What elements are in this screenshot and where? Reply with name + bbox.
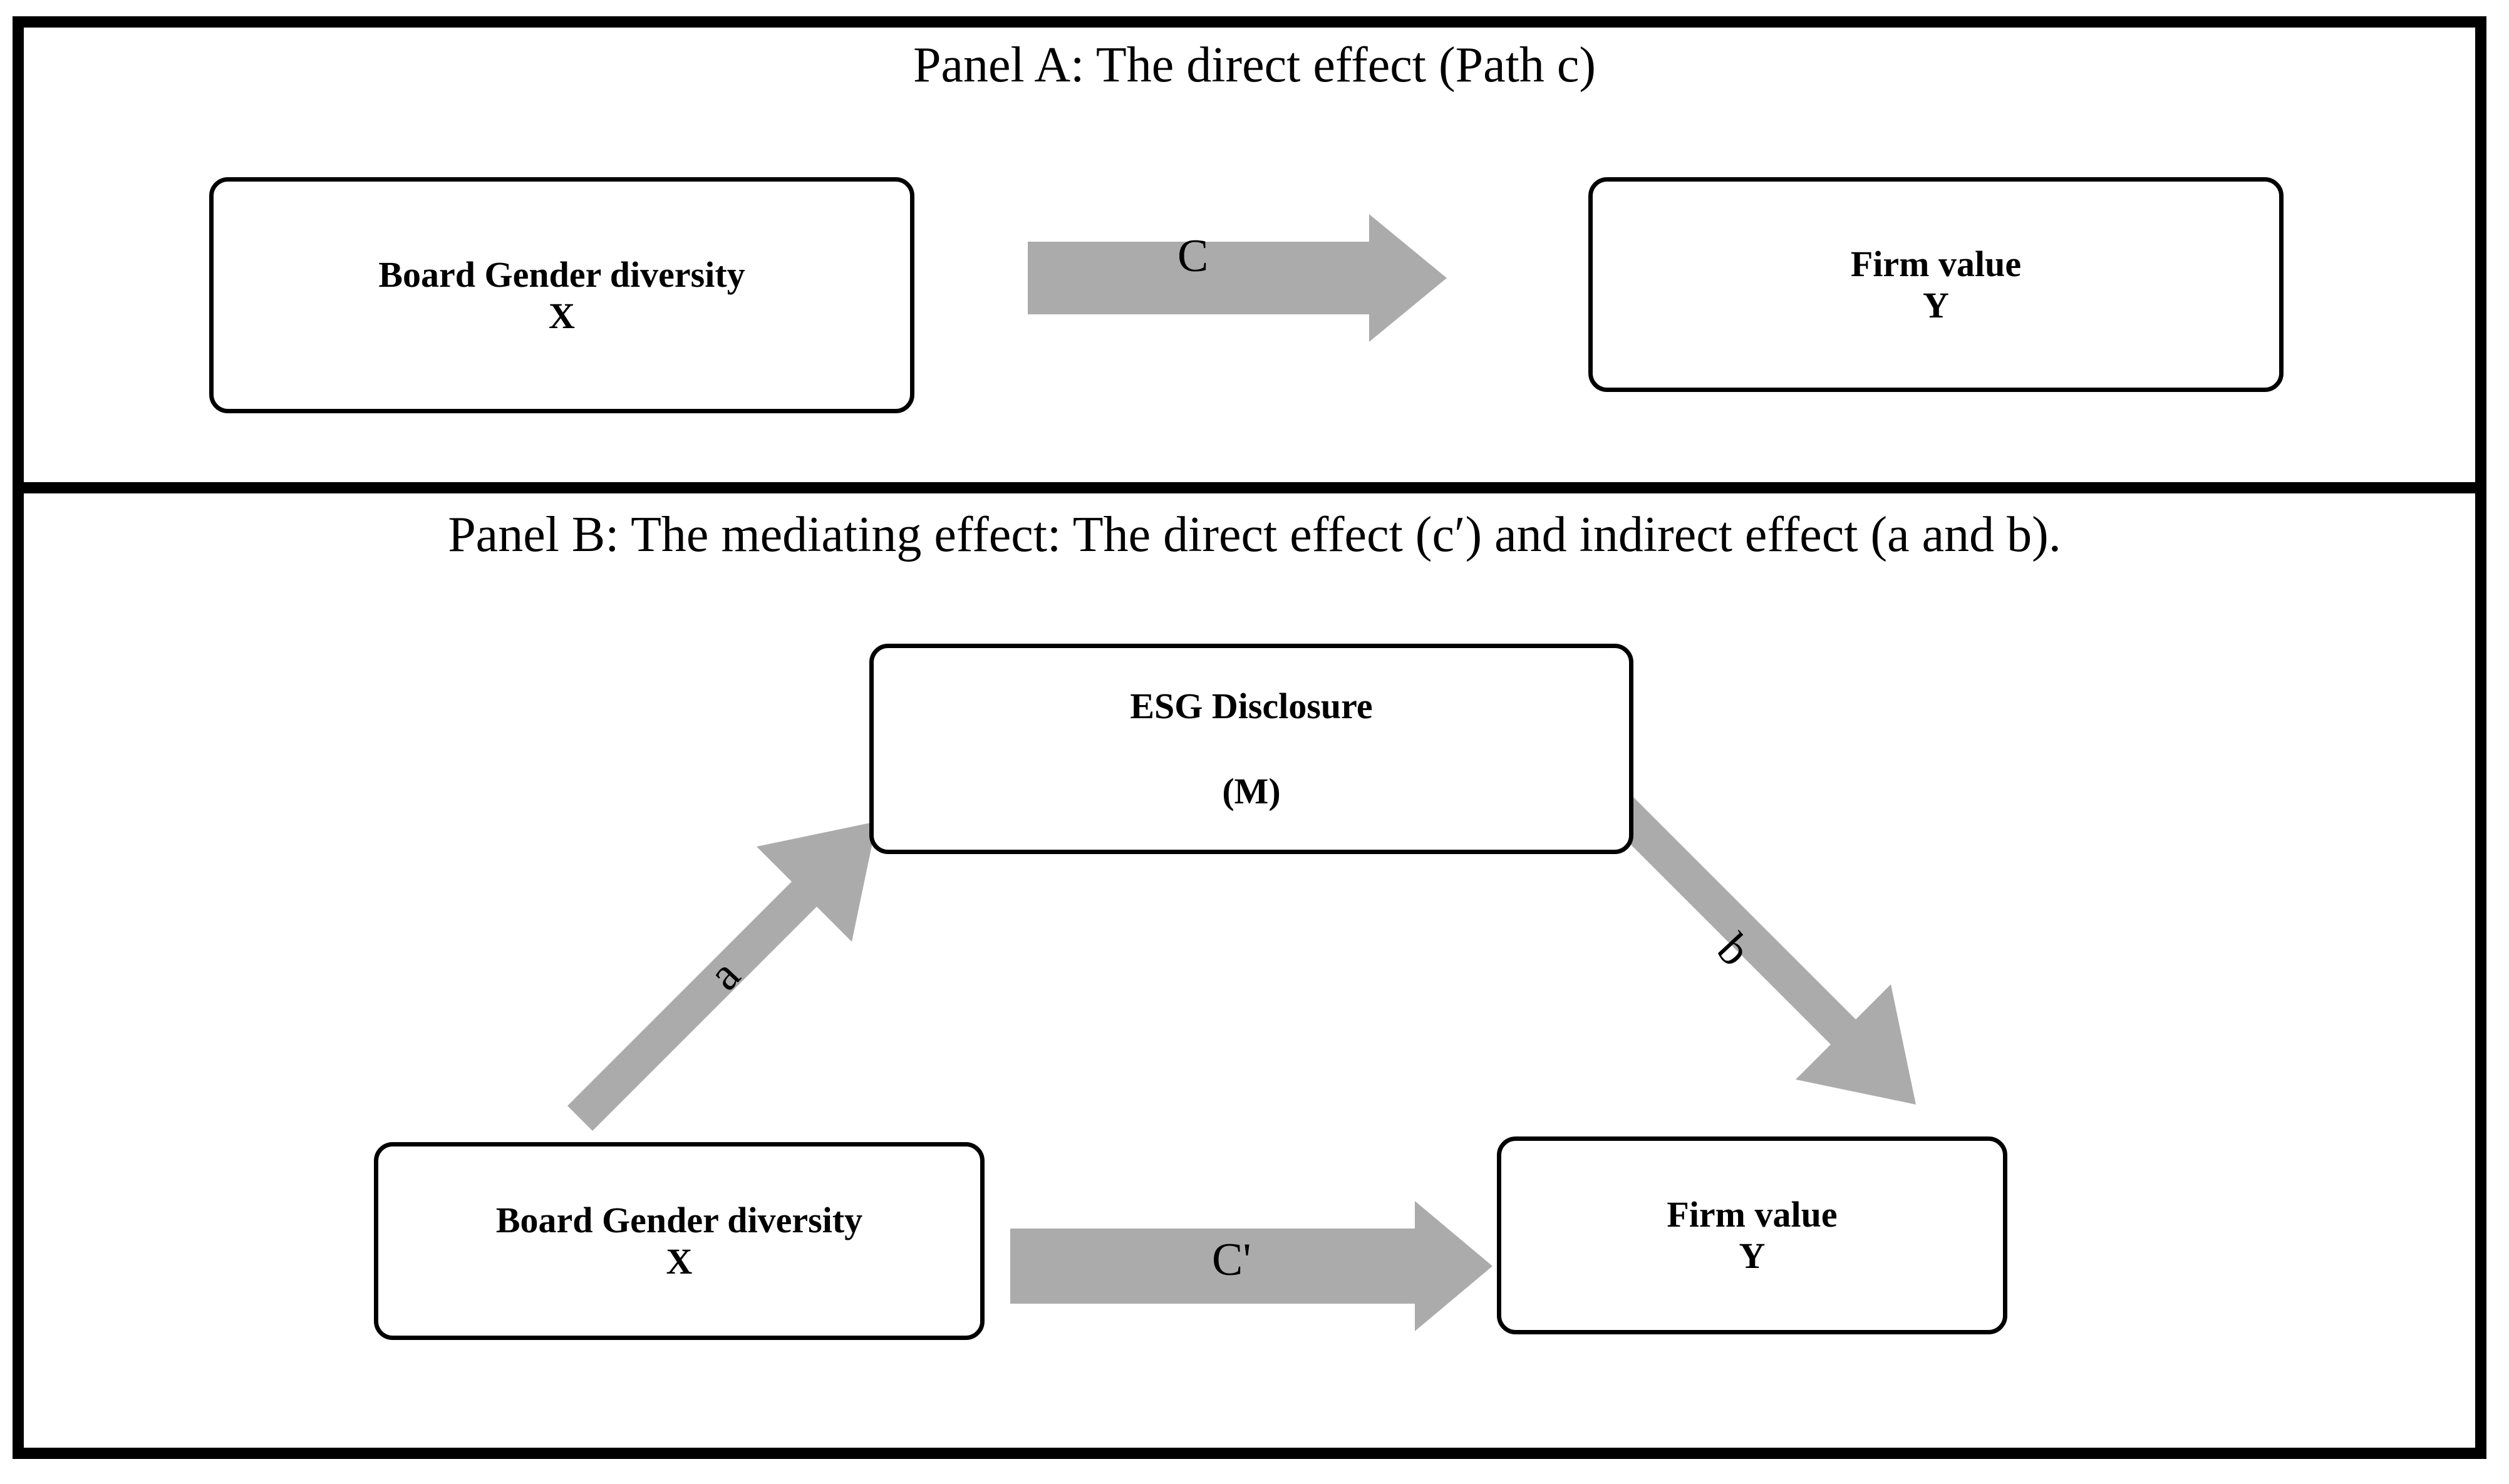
box-label-symbol: X: [549, 295, 575, 336]
box-label-symbol: Y: [1739, 1235, 1766, 1276]
box-label-primary: Board Gender diversity: [378, 254, 745, 295]
panel-a-box-board-gender-diversity: Board Gender diversity X: [209, 177, 914, 413]
panel-a-box-firm-value: Firm value Y: [1588, 177, 2284, 392]
box-label-primary: ESG Disclosure: [1130, 686, 1373, 726]
box-label-primary: Firm value: [1667, 1194, 1838, 1235]
box-label-symbol: X: [666, 1241, 693, 1282]
panel-divider: [13, 482, 2486, 493]
panel-b-title: Panel B: The mediating effect: The direc…: [448, 507, 2061, 562]
box-label-primary: Firm value: [1850, 243, 2022, 284]
panel-b-box-esg-disclosure: ESG Disclosure (M): [869, 644, 1633, 854]
path-c-prime-label: C': [1212, 1234, 1251, 1286]
panel-b-box-firm-value: Firm value Y: [1497, 1136, 2007, 1334]
box-label-primary: Board Gender diversity: [495, 1200, 863, 1240]
box-label-symbol: Y: [1923, 284, 1949, 326]
box-label-symbol: (M): [1222, 771, 1281, 812]
panel-b-box-board-gender-diversity: Board Gender diversity X: [374, 1142, 985, 1340]
path-c-label: C: [1177, 230, 1209, 282]
panel-a-title: Panel A: The direct effect (Path c): [913, 38, 1596, 93]
figure-outer-frame: [13, 16, 2486, 1459]
